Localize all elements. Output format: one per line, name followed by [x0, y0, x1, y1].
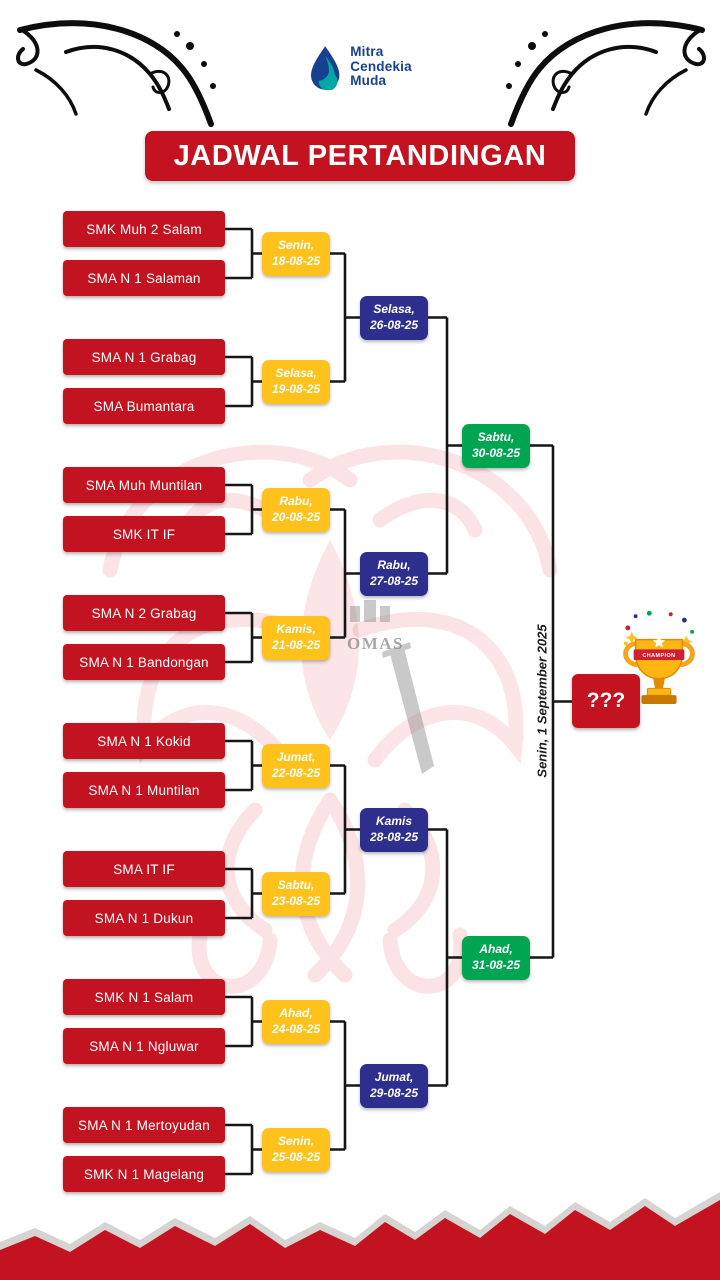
match-date-badge: Selasa, 19-08-25: [262, 360, 330, 404]
match-date-badge: Rabu, 20-08-25: [262, 488, 330, 532]
match-date: 25-08-25: [271, 1150, 321, 1164]
match-date: 29-08-25: [369, 1086, 419, 1100]
match-date-badge: Sabtu, 23-08-25: [262, 872, 330, 916]
trophy-champion-label: CHAMPION: [642, 653, 675, 659]
logo: Mitra Cendekia Muda: [308, 44, 412, 90]
team-box: SMK N 1 Magelang: [63, 1156, 225, 1192]
match-day: Senin,: [277, 1134, 314, 1149]
team-box: SMK IT IF: [63, 516, 225, 552]
logo-line-1: Mitra: [350, 43, 384, 59]
round2-date-badge: Kamis 28-08-25: [360, 808, 428, 852]
match-day: Selasa,: [275, 366, 317, 381]
round2-date-badge: Selasa, 26-08-25: [360, 296, 428, 340]
team-box: SMA IT IF: [63, 851, 225, 887]
team-box: SMA N 1 Kokid: [63, 723, 225, 759]
match-day: Ahad,: [479, 942, 513, 957]
match-day: Kamis,: [276, 622, 316, 637]
team-box: SMA N 1 Grabag: [63, 339, 225, 375]
team-box: SMK Muh 2 Salam: [63, 211, 225, 247]
match-day: Jumat,: [374, 1070, 414, 1085]
flourish-left-icon: [16, 20, 216, 127]
round2-date-badge: Jumat, 29-08-25: [360, 1064, 428, 1108]
match-day: Selasa,: [373, 302, 415, 317]
match-date: 30-08-25: [471, 446, 521, 460]
match-day: Jumat,: [276, 750, 316, 765]
team-box: SMA Muh Muntilan: [63, 467, 225, 503]
match-date: 20-08-25: [271, 510, 321, 524]
match-date: 19-08-25: [271, 382, 321, 396]
team-box: SMA N 1 Muntilan: [63, 772, 225, 808]
match-day: Rabu,: [279, 494, 313, 509]
match-day: Sabtu,: [277, 878, 315, 893]
match-day: Ahad,: [279, 1006, 313, 1021]
logo-text: Mitra Cendekia Muda: [350, 43, 412, 90]
match-date: 26-08-25: [369, 318, 419, 332]
team-box: SMA N 1 Bandongan: [63, 644, 225, 680]
team-box: SMA N 1 Ngluwar: [63, 1028, 225, 1064]
page-title: JADWAL PERTANDINGAN: [173, 139, 547, 172]
match-date: 18-08-25: [271, 254, 321, 268]
match-date: 24-08-25: [271, 1022, 321, 1036]
logo-drop-icon: [311, 46, 340, 90]
team-box: SMA N 1 Mertoyudan: [63, 1107, 225, 1143]
match-date: 31-08-25: [471, 958, 521, 972]
match-day: Kamis: [375, 814, 413, 829]
round2-date-badge: Rabu, 27-08-25: [360, 552, 428, 596]
match-date-badge: Jumat, 22-08-25: [262, 744, 330, 788]
trophy-icon: CHAMPION: [623, 610, 695, 704]
match-date: 22-08-25: [271, 766, 321, 780]
match-date: 23-08-25: [271, 894, 321, 908]
flourish-right-icon: [506, 20, 706, 127]
emblem-watermark-text: OMAS: [347, 634, 404, 653]
team-box: SMA Bumantara: [63, 388, 225, 424]
team-box: SMA N 1 Salaman: [63, 260, 225, 296]
team-box: SMA N 1 Dukun: [63, 900, 225, 936]
team-box: SMA N 2 Grabag: [63, 595, 225, 631]
match-date-badge: Kamis, 21-08-25: [262, 616, 330, 660]
final-date-vertical: Senin, 1 September 2025: [534, 624, 550, 778]
match-date-badge: Ahad, 24-08-25: [262, 1000, 330, 1044]
logo-line-3: Muda: [350, 73, 387, 89]
team-box: SMK N 1 Salam: [63, 979, 225, 1015]
torn-paper-edge: [0, 1192, 720, 1280]
match-day: Rabu,: [377, 558, 411, 573]
title-banner: JADWAL PERTANDINGAN: [145, 131, 575, 181]
semifinal-date-badge: Sabtu, 30-08-25: [462, 424, 530, 468]
match-date: 27-08-25: [369, 574, 419, 588]
match-day: Senin,: [277, 238, 314, 253]
match-day: Sabtu,: [477, 430, 515, 445]
match-date: 21-08-25: [271, 638, 321, 652]
match-date-badge: Senin, 25-08-25: [262, 1128, 330, 1172]
match-date-badge: Senin, 18-08-25: [262, 232, 330, 276]
semifinal-date-badge: Ahad, 31-08-25: [462, 936, 530, 980]
final-winner-box: ???: [572, 674, 640, 728]
match-date: 28-08-25: [369, 830, 419, 844]
logo-line-2: Cendekia: [350, 58, 412, 74]
